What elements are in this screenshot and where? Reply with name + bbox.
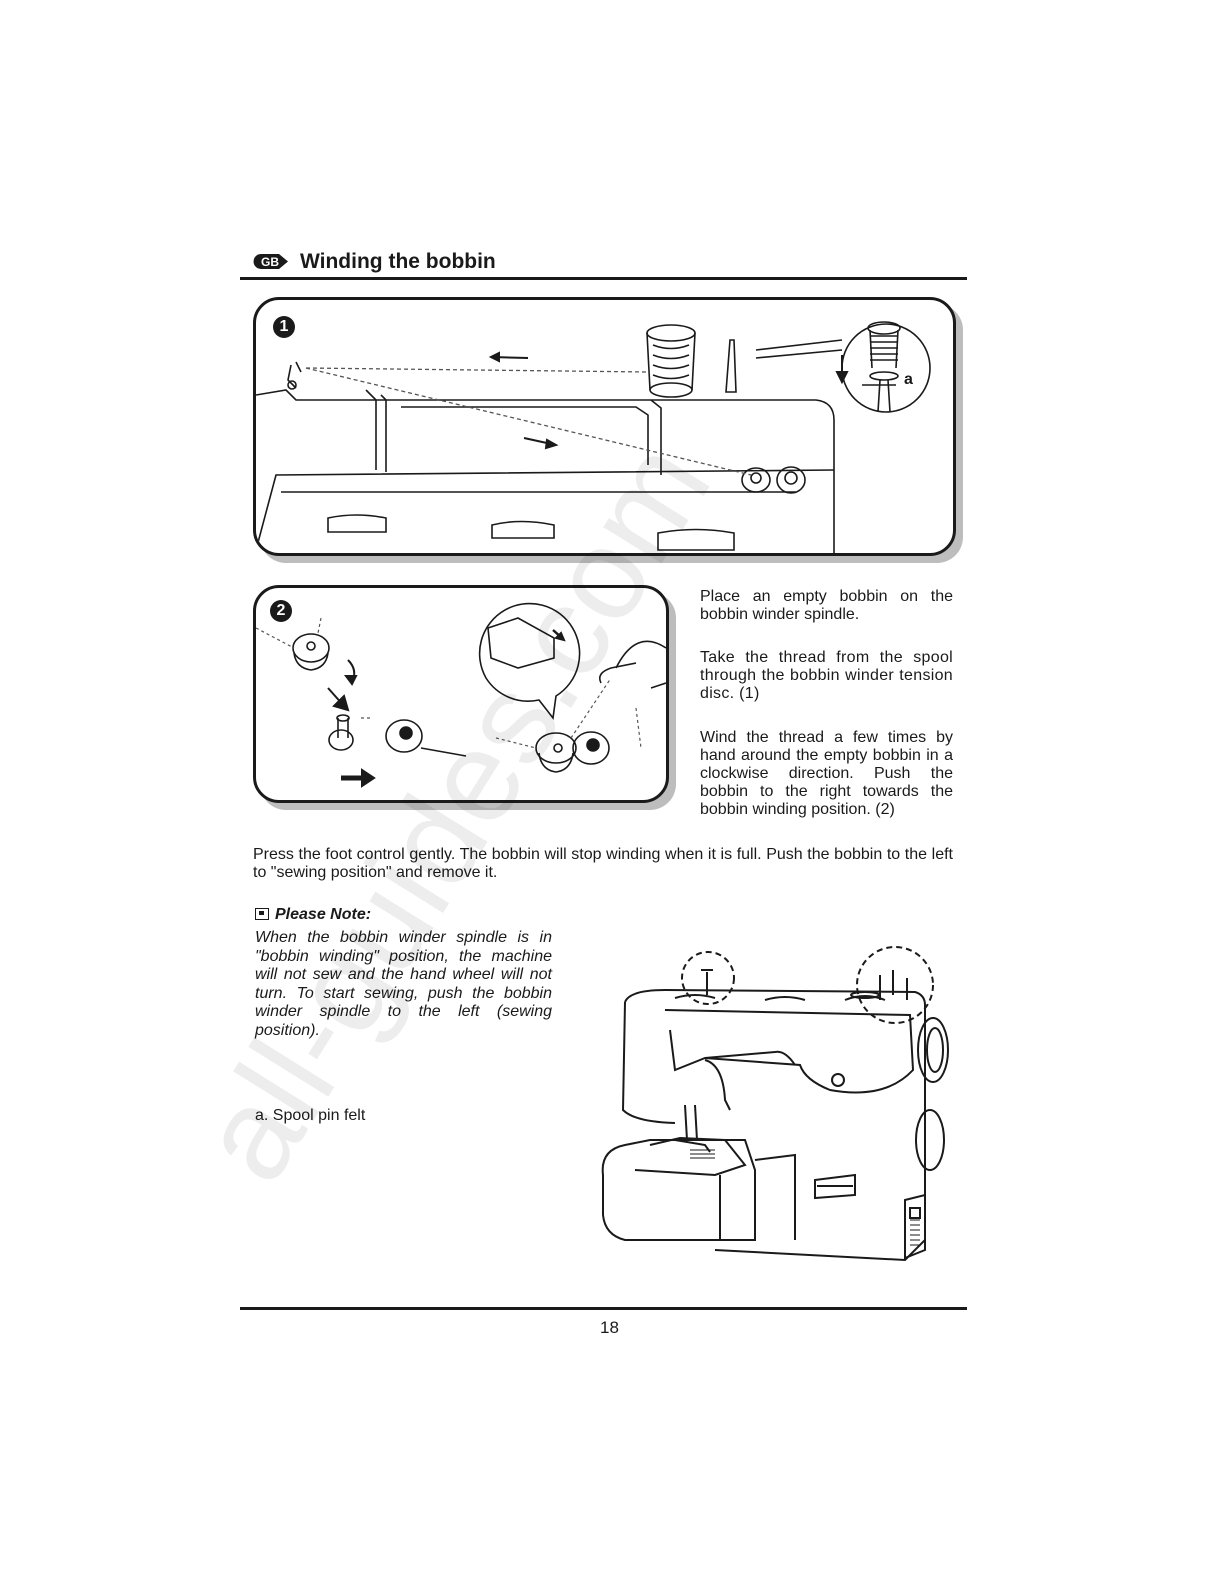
callout-label-a: a [904, 371, 913, 388]
note-heading: Please Note: [255, 906, 371, 924]
note-icon [255, 908, 269, 920]
instruction-foot-control: Press the foot control gently. The bobbi… [253, 846, 953, 881]
legend-item-a: a. Spool pin felt [255, 1107, 366, 1124]
section-header: GB Winding the bobbin [253, 250, 967, 278]
note-heading-text: Please Note: [275, 906, 372, 923]
sewing-machine-illustration [595, 940, 955, 1275]
page-number: 18 [600, 1318, 619, 1337]
thread-path-illustration: a [256, 321, 931, 553]
gb-badge-icon: GB [253, 254, 288, 269]
page-title: Winding the bobbin [300, 250, 496, 273]
note-body: When the bobbin winder spindle is in "bo… [255, 929, 552, 1039]
header-rule [240, 277, 967, 280]
figure-step-2: 2 [253, 585, 669, 803]
step-number-2: 2 [270, 600, 292, 622]
instruction-place-bobbin: Place an empty bobbin on the bobbin wind… [700, 588, 953, 623]
step-number-1: 1 [273, 316, 295, 338]
footer-rule [240, 1307, 967, 1310]
instruction-thread-tension: Take the thread from the spool through t… [700, 649, 953, 702]
instruction-wind-thread: Wind the thread a few times by hand arou… [700, 729, 953, 818]
language-badge: GB [253, 253, 289, 270]
bobbin-winding-illustration [256, 602, 666, 788]
badge-text: GB [261, 255, 279, 269]
sewing-machine-icon [601, 946, 949, 1262]
figure-step-1: 1 [253, 297, 956, 556]
